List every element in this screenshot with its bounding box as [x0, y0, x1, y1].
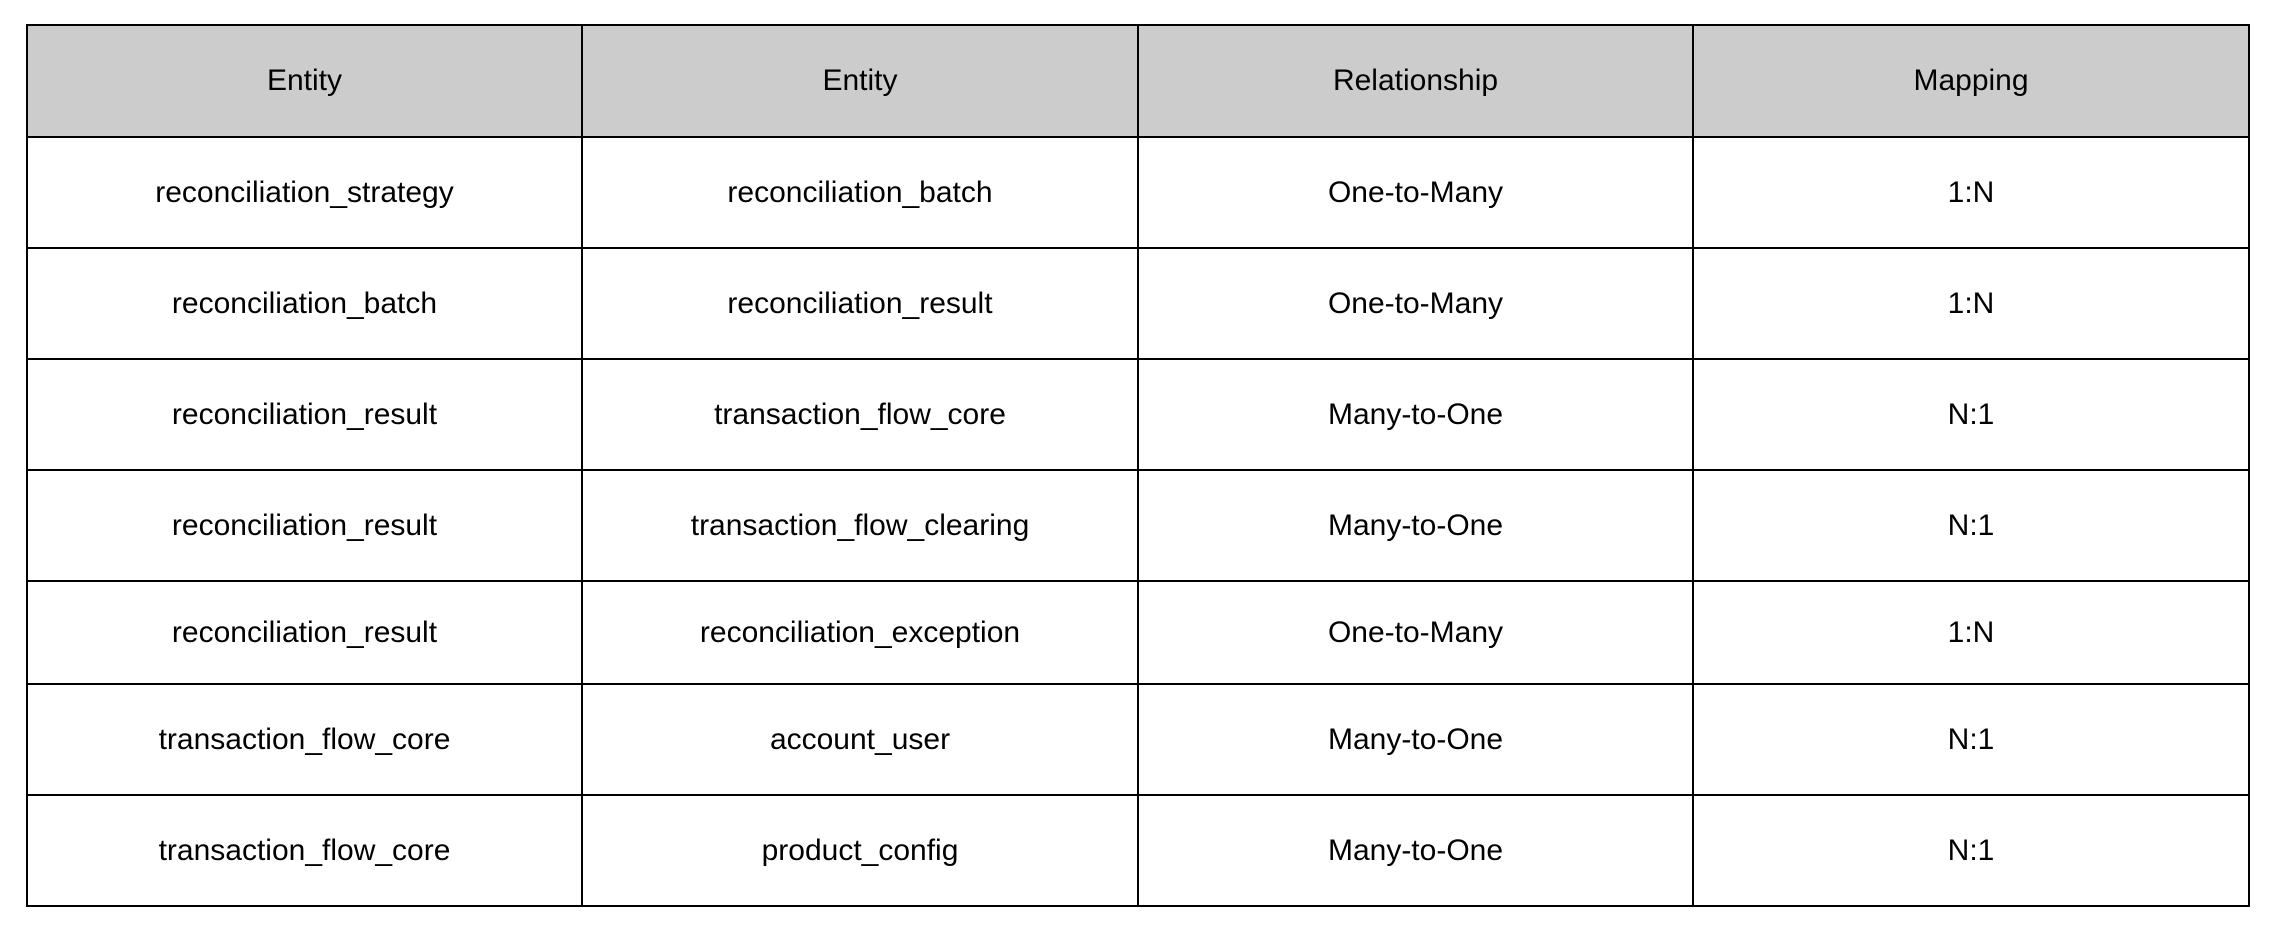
table-row: reconciliation_result reconciliation_exc… — [26, 580, 2250, 685]
table-header: Entity Entity Relationship Mapping — [26, 24, 2250, 138]
cell-relationship: Many-to-One — [1137, 469, 1694, 582]
table-body: reconciliation_strategy reconciliation_b… — [26, 136, 2250, 907]
cell-entity-1: reconciliation_batch — [26, 247, 583, 360]
cell-entity-2: product_config — [581, 794, 1139, 907]
cell-mapping: N:1 — [1692, 358, 2250, 471]
table-row: reconciliation_result transaction_flow_c… — [26, 469, 2250, 582]
cell-relationship: Many-to-One — [1137, 794, 1694, 907]
cell-mapping: N:1 — [1692, 683, 2250, 796]
cell-mapping: 1:N — [1692, 136, 2250, 249]
cell-relationship: One-to-Many — [1137, 247, 1694, 360]
cell-mapping: 1:N — [1692, 580, 2250, 685]
table-row: transaction_flow_core account_user Many-… — [26, 683, 2250, 796]
column-header-entity-1: Entity — [26, 24, 583, 138]
cell-entity-1: reconciliation_result — [26, 358, 583, 471]
cell-entity-1: reconciliation_strategy — [26, 136, 583, 249]
cell-entity-2: account_user — [581, 683, 1139, 796]
cell-relationship: One-to-Many — [1137, 580, 1694, 685]
relationship-table: Entity Entity Relationship Mapping recon… — [26, 24, 2250, 907]
cell-entity-1: transaction_flow_core — [26, 683, 583, 796]
column-header-entity-2: Entity — [581, 24, 1139, 138]
header-row: Entity Entity Relationship Mapping — [26, 24, 2250, 138]
cell-entity-2: transaction_flow_clearing — [581, 469, 1139, 582]
cell-entity-2: reconciliation_batch — [581, 136, 1139, 249]
cell-entity-1: transaction_flow_core — [26, 794, 583, 907]
cell-relationship: Many-to-One — [1137, 358, 1694, 471]
cell-mapping: 1:N — [1692, 247, 2250, 360]
table-row: reconciliation_batch reconciliation_resu… — [26, 247, 2250, 360]
cell-entity-1: reconciliation_result — [26, 469, 583, 582]
column-header-relationship: Relationship — [1137, 24, 1694, 138]
column-header-mapping: Mapping — [1692, 24, 2250, 138]
cell-entity-1: reconciliation_result — [26, 580, 583, 685]
table-row: transaction_flow_core product_config Man… — [26, 794, 2250, 907]
table-row: reconciliation_result transaction_flow_c… — [26, 358, 2250, 471]
cell-entity-2: transaction_flow_core — [581, 358, 1139, 471]
cell-mapping: N:1 — [1692, 469, 2250, 582]
cell-entity-2: reconciliation_exception — [581, 580, 1139, 685]
relationship-table-container: Entity Entity Relationship Mapping recon… — [26, 24, 2250, 907]
cell-relationship: One-to-Many — [1137, 136, 1694, 249]
cell-entity-2: reconciliation_result — [581, 247, 1139, 360]
cell-relationship: Many-to-One — [1137, 683, 1694, 796]
cell-mapping: N:1 — [1692, 794, 2250, 907]
table-row: reconciliation_strategy reconciliation_b… — [26, 136, 2250, 249]
